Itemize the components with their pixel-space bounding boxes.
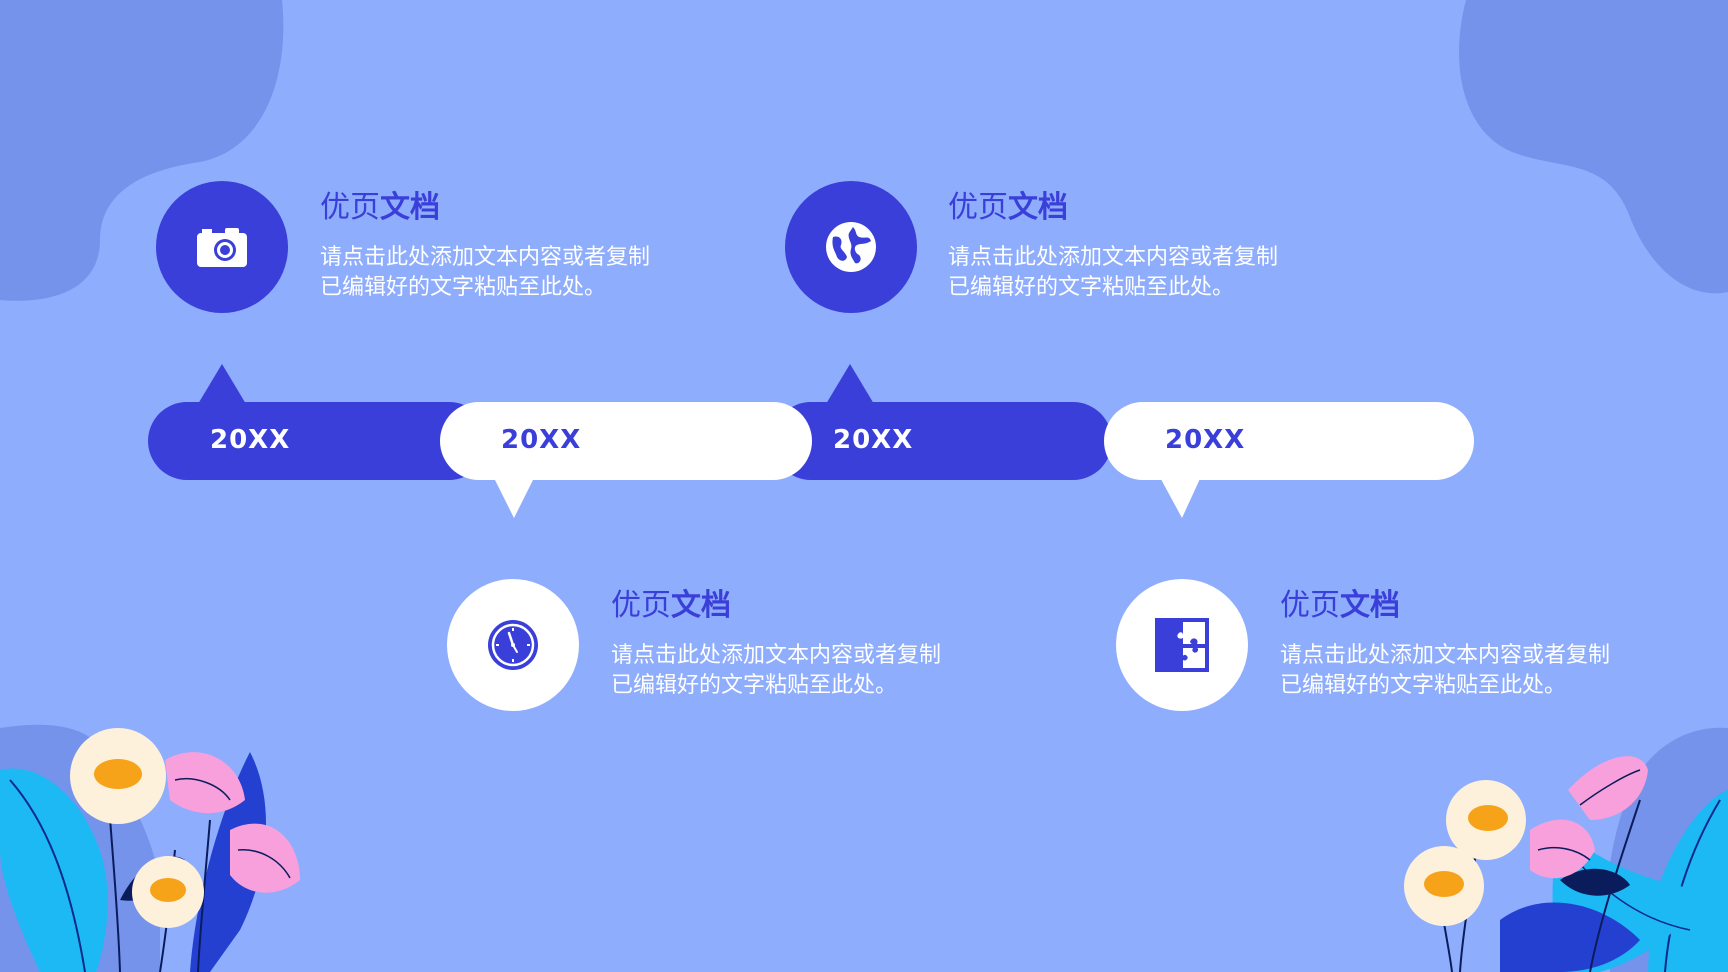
puzzle-icon xyxy=(1155,618,1209,672)
pointer-up-1 xyxy=(198,364,246,404)
item-3-title: 优页文档 xyxy=(948,190,1068,226)
item-3-title-part2: 文档 xyxy=(1008,190,1068,225)
blob-top-left xyxy=(0,0,284,301)
item-2-description: 请点击此处添加文本内容或者复制已编辑好的文字粘贴至此处。 xyxy=(611,643,942,698)
item-2-title-part2: 文档 xyxy=(671,588,731,623)
item-4-title-part2: 文档 xyxy=(1340,588,1400,623)
item-4-icon-circle xyxy=(1116,579,1248,711)
item-4-title: 优页文档 xyxy=(1280,588,1400,624)
item-4-description: 请点击此处添加文本内容或者复制已编辑好的文字粘贴至此处。 xyxy=(1280,643,1611,698)
item-2-title-part1: 优页 xyxy=(611,588,671,623)
item-1-title-part1: 优页 xyxy=(320,190,380,225)
pointer-down-2 xyxy=(490,470,538,518)
year-label-1: 20XX xyxy=(210,425,291,455)
item-1-title: 优页文档 xyxy=(320,190,440,226)
item-2-title: 优页文档 xyxy=(611,588,731,624)
item-1-description: 请点击此处添加文本内容或者复制已编辑好的文字粘贴至此处。 xyxy=(320,245,651,300)
pointer-up-3 xyxy=(826,364,874,404)
globe-icon xyxy=(826,222,876,272)
year-label-2: 20XX xyxy=(501,425,582,455)
item-3-icon-circle xyxy=(785,181,917,313)
item-4-title-part1: 优页 xyxy=(1280,588,1340,623)
pointer-down-4 xyxy=(1156,470,1204,518)
year-label-4: 20XX xyxy=(1165,425,1246,455)
blob-top-right xyxy=(1459,0,1728,294)
item-1-icon-circle xyxy=(156,181,288,313)
segment-3 xyxy=(772,402,1112,480)
clock-icon xyxy=(488,620,538,670)
item-3-description: 请点击此处添加文本内容或者复制已编辑好的文字粘贴至此处。 xyxy=(948,245,1279,300)
year-label-3: 20XX xyxy=(833,425,914,455)
segment-1 xyxy=(148,402,488,480)
item-2-icon-circle xyxy=(447,579,579,711)
item-3-title-part1: 优页 xyxy=(948,190,1008,225)
item-1-title-part2: 文档 xyxy=(380,190,440,225)
segment-4 xyxy=(1104,402,1474,480)
camera-icon xyxy=(197,228,247,267)
segment-2 xyxy=(440,402,812,480)
